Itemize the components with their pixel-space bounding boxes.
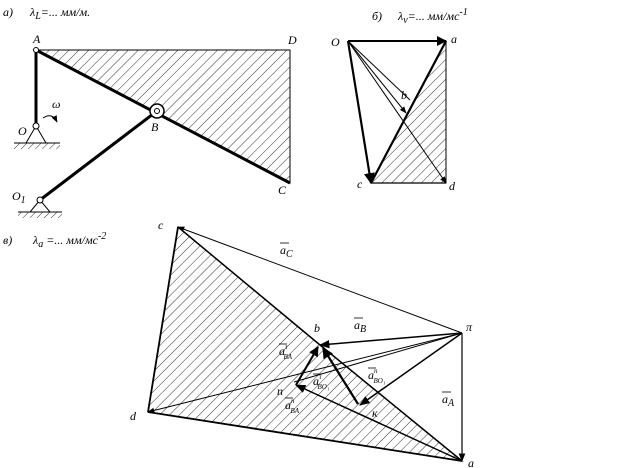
point-k-label: к (372, 406, 378, 420)
point-b-label-b: b (401, 88, 407, 102)
point-d-label-c: d (130, 409, 137, 423)
vector-oc (346, 40, 375, 185)
vector-n-b (295, 346, 319, 386)
vector-pi-c (177, 226, 463, 334)
link-ac-edge (35, 48, 291, 185)
edge-c-b (177, 226, 321, 346)
panel-b-scale: λv=... мм/мс-1 (397, 7, 468, 26)
point-a-label-b: a (451, 32, 457, 46)
point-d-label: D (287, 33, 297, 47)
edge-d-a (147, 411, 463, 462)
panel-c: в) λa =... мм/мс-2 c b π d n к a aC (3, 218, 474, 468)
vector-pi-b (318, 332, 463, 349)
velocity-ac (370, 40, 447, 184)
point-a-label: A (32, 32, 41, 46)
rocker-o1b (39, 109, 158, 202)
omega-label: ω (52, 97, 60, 111)
panel-b: б) λv=... мм/мс-1 O a b c d (331, 7, 468, 193)
edge-b-a (319, 344, 463, 462)
point-b-label-c: b (314, 321, 320, 335)
omega-arrow (42, 115, 58, 123)
vector-k-b (322, 347, 359, 405)
support-o1 (18, 196, 62, 218)
label-a-c: aC (280, 242, 293, 260)
svg-text:aC: aC (280, 243, 293, 260)
vector-ob2 (347, 40, 411, 101)
panel-a-scale: λL=... мм/м. (29, 5, 90, 22)
panel-a-tag: а) (3, 5, 13, 19)
point-o-label: O (18, 124, 27, 138)
acceleration-polygon (147, 226, 464, 462)
panel-a: а) λL=... мм/м. ω A D (3, 5, 297, 218)
joint-a (33, 47, 39, 53)
point-o1-label: O1 (12, 189, 26, 206)
point-o-label-b: O (331, 35, 340, 49)
support-o (14, 122, 60, 149)
svg-text:aA: aA (442, 392, 455, 409)
vector-od (347, 40, 447, 184)
vector-pi-d (147, 332, 463, 414)
point-c-label-c: c (158, 218, 164, 232)
point-c-label: C (278, 183, 287, 197)
point-n-label: n (277, 384, 283, 398)
vector-pi-k (359, 332, 463, 406)
panel-b-tag: б) (372, 9, 382, 23)
edge-c-d (147, 226, 179, 413)
panel-c-scale: λa =... мм/мс-2 (32, 231, 106, 250)
vector-pi-n (293, 332, 463, 383)
point-d-label-b: d (449, 179, 456, 193)
label-a-a: aA (442, 391, 455, 409)
panel-c-tag: в) (3, 233, 12, 247)
point-b-label: B (151, 120, 159, 134)
vector-a-n (295, 384, 463, 462)
point-a-label-c: a (468, 456, 474, 468)
svg-text:aB: aB (354, 318, 366, 335)
vector-ob (347, 40, 407, 114)
label-a-b: aB (354, 317, 366, 335)
point-pi-label: π (466, 320, 473, 334)
point-c-label-b: c (357, 177, 363, 191)
